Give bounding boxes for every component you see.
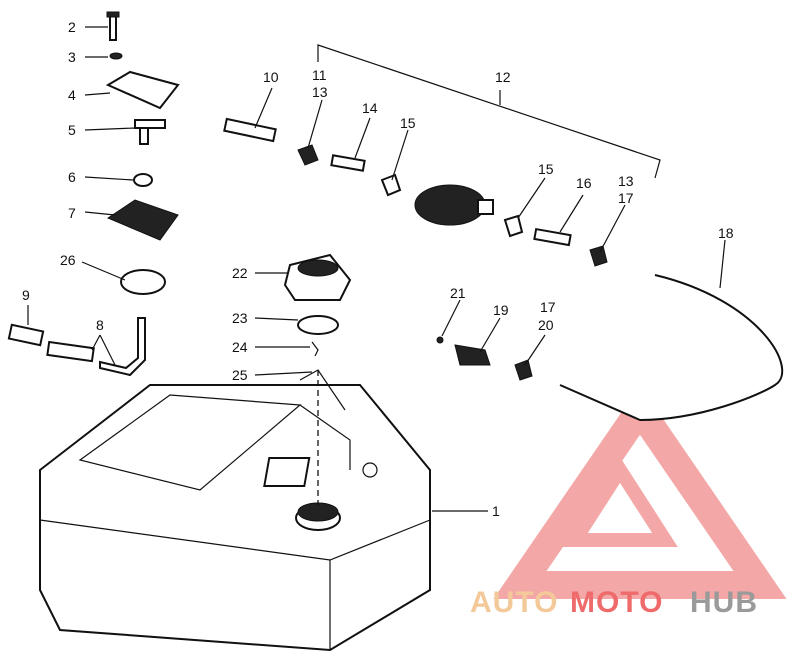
callout-20: 20 (538, 317, 554, 333)
callout-6: 6 (68, 169, 76, 185)
callout-23: 23 (232, 310, 248, 326)
callout-15-left: 15 (400, 115, 416, 131)
callout-25: 25 (232, 367, 248, 383)
screw-part (106, 11, 120, 41)
watermark-logo (493, 385, 787, 599)
callout-7: 7 (68, 205, 76, 221)
fitting-part (134, 119, 166, 145)
callout-17-bottom: 17 (540, 299, 556, 315)
hose-part (223, 117, 277, 143)
callout-26: 26 (60, 252, 76, 268)
callout-9: 9 (22, 287, 30, 303)
primer-bulb-assembly (297, 144, 608, 267)
callout-14: 14 (362, 100, 378, 116)
callout-3: 3 (68, 49, 76, 65)
fuel-tank (39, 384, 431, 652)
connector-part (454, 344, 491, 366)
callout-13-top: 13 (312, 84, 328, 100)
callout-8: 8 (96, 317, 104, 333)
leader-lines (27, 26, 726, 512)
clamp-part (514, 359, 533, 381)
callout-10: 10 (263, 69, 279, 85)
callout-1: 1 (492, 503, 500, 519)
callout-19: 19 (493, 302, 509, 318)
o-ring-part (133, 173, 153, 187)
gasket-part (120, 269, 166, 295)
gauge-plate-part (106, 199, 179, 241)
bracket-plate-part (105, 70, 180, 110)
callout-17-top: 17 (618, 190, 634, 206)
small-clip-part (436, 336, 444, 344)
hose-pieces (7, 317, 146, 377)
callout-16: 16 (576, 175, 592, 191)
washer-part (109, 52, 123, 60)
fuel-hose-part (559, 274, 784, 422)
callout-22: 22 (232, 265, 248, 281)
watermark-text: AUTO MOTO HUB (470, 586, 758, 619)
callout-4: 4 (68, 87, 76, 103)
callout-2: 2 (68, 19, 76, 35)
callout-13-right: 13 (618, 173, 634, 189)
callout-18: 18 (718, 225, 734, 241)
watermark-auto: AUTO (470, 586, 558, 619)
watermark-moto: MOTO (570, 586, 663, 619)
retainer-part (311, 341, 319, 357)
callout-12: 12 (495, 69, 511, 85)
callout-15-right: 15 (538, 161, 554, 177)
assembly-bracket (317, 44, 661, 179)
callout-5: 5 (68, 122, 76, 138)
callout-labels: 2 3 4 5 6 7 26 9 8 10 11 13 12 14 15 15 … (22, 19, 734, 519)
cap-o-ring-part (297, 315, 339, 335)
callout-21: 21 (450, 285, 466, 301)
watermark-hub: HUB (690, 586, 758, 619)
callout-11: 11 (312, 67, 327, 83)
callout-24: 24 (232, 339, 248, 355)
fuel-cap-part (283, 253, 352, 301)
